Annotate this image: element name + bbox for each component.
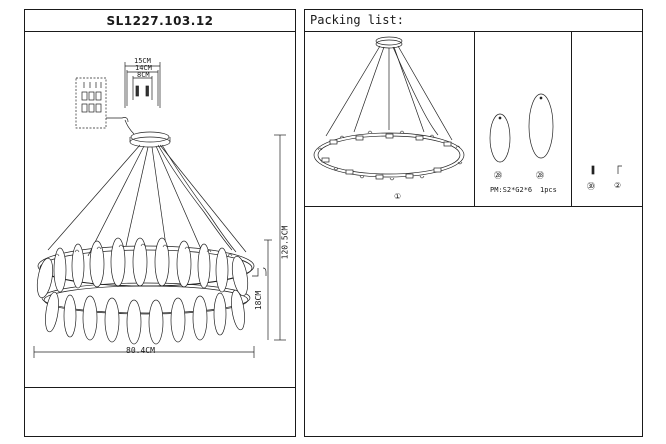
- left-title-divider: [24, 31, 296, 32]
- box-width-inner-label: 8CM: [137, 71, 150, 79]
- right-title-divider: [304, 31, 643, 32]
- packing-list-heading: Packing list:: [310, 13, 404, 27]
- item-large-leaf-marker: ㉘: [536, 171, 544, 180]
- item-hook-marker: ②: [614, 181, 622, 190]
- left-footer-divider: [24, 387, 296, 388]
- right-items-divider: [304, 206, 643, 207]
- item-small-leaf-caption: PM:S2*G2*6: [490, 186, 533, 194]
- model-number: SL1227.103.12: [106, 14, 214, 28]
- diameter-label: 80.4CM: [126, 346, 155, 355]
- item-frame-marker: ①: [394, 192, 402, 201]
- box-width-mid-label: 14CM: [135, 64, 152, 72]
- box-width-outer-label: 15CM: [134, 57, 151, 65]
- right-panel: Packing list:: [304, 9, 643, 437]
- item-large-leaf-caption: 1pcs: [540, 186, 557, 194]
- item-small-leaf-marker: ㉘: [494, 171, 502, 180]
- right-col-divider-2: [571, 31, 572, 206]
- item-screw-marker: ㉚: [587, 182, 595, 191]
- right-col-divider-1: [474, 31, 475, 206]
